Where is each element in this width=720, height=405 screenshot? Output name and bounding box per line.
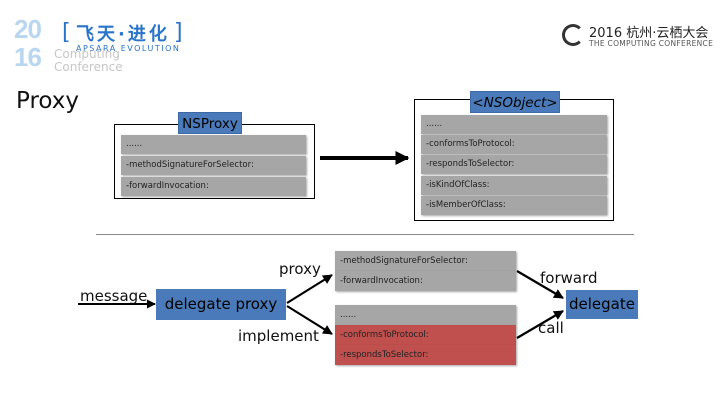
nsobject-class-box: ...... -conformsToProtocol: -respondsToS…: [414, 99, 614, 221]
slide-title: Proxy: [16, 88, 80, 114]
delegate-proxy-box: delegate proxy: [156, 289, 286, 320]
implement-row-highlighted: -conformsToProtocol:: [335, 325, 516, 345]
nsproxy-row: ......: [121, 135, 306, 154]
call-arrow: [516, 310, 564, 339]
nsobject-label: <NSObject>: [470, 91, 560, 113]
logo-year-bottom: 16: [14, 42, 42, 72]
logo-bracket-left: [: [62, 20, 71, 45]
logo-computing-line-1: Computing: [54, 47, 120, 61]
nsobject-row: -respondsToSelector:: [421, 155, 607, 174]
implement-row-highlighted: -respondsToSelector:: [335, 345, 516, 365]
delegate-box: delegate: [566, 290, 638, 319]
proxy-method-row: -methodSignatureForSelector:: [335, 251, 516, 271]
logo-chinese-title: 飞天·进化: [76, 24, 170, 45]
implement-row: ......: [335, 305, 516, 325]
proxy-label: proxy: [279, 260, 321, 278]
logo-computing-line-2: Conference: [54, 60, 123, 74]
logo-year-top: 20: [14, 14, 42, 44]
implement-arrow: [286, 305, 333, 335]
nsproxy-label: NSProxy: [178, 112, 242, 134]
forward-arrow: [516, 270, 564, 299]
nsobject-row: -isMemberOfClass:: [421, 196, 607, 215]
nsproxy-row: -methodSignatureForSelector:: [121, 156, 306, 175]
logo-bracket-right: ]: [174, 20, 183, 45]
nsproxy-row: -forwardInvocation:: [121, 177, 306, 196]
forward-label: forward: [540, 269, 598, 287]
proxy-method-row: -forwardInvocation:: [335, 271, 516, 291]
logo-subtitle: APSARA EVOLUTION: [76, 44, 181, 53]
conference-logo-icon: [562, 24, 584, 46]
conference-logo: 2016 杭州·云栖大会 THE COMPUTING CONFERENCE: [562, 22, 714, 52]
nsobject-row: -conformsToProtocol:: [421, 135, 607, 154]
event-logo: 20 16 [ 飞天·进化 ] APSARA EVOLUTION Computi…: [14, 14, 184, 76]
proxy-arrow: [286, 274, 333, 304]
call-label: call: [538, 319, 564, 337]
message-label: message: [80, 287, 148, 305]
implement-label: implement: [238, 327, 319, 345]
nsproxy-class-box: ...... -methodSignatureForSelector: -for…: [114, 124, 315, 199]
nsobject-row: -isKindOfClass:: [421, 176, 607, 195]
nsobject-row: ......: [421, 115, 607, 134]
logo-computing-text: Computing Conference: [54, 48, 123, 74]
conference-logo-title: 2016 杭州·云栖大会: [589, 26, 709, 41]
conference-logo-subtitle: THE COMPUTING CONFERENCE: [589, 39, 714, 48]
section-divider: [96, 234, 634, 235]
